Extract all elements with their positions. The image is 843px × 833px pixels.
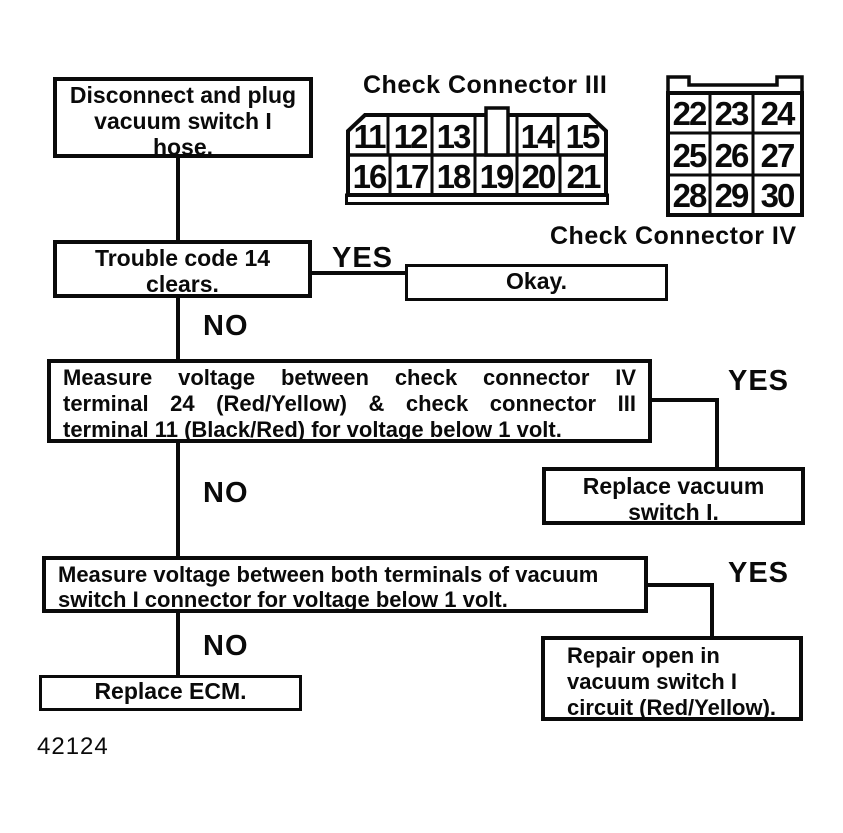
terminal-cell: 12: [394, 118, 428, 155]
result-okay-box: Okay.: [405, 264, 668, 301]
terminal-cell: 20: [522, 158, 555, 195]
step-line: Disconnect and plug: [69, 82, 297, 108]
result-replace-switch-box: Replace vacuum switch I.: [542, 467, 805, 525]
terminal-cell: 14: [521, 118, 556, 155]
terminal-cell: 30: [761, 177, 794, 214]
terminal-cell: 11: [354, 118, 387, 155]
yes-label-measure1: YES: [728, 365, 790, 397]
no-label-trouble: NO: [203, 310, 249, 342]
connector-iv-diagram: 22 23 24 25 26 27 28 29 30: [666, 75, 804, 217]
terminal-cell: 22: [673, 95, 707, 132]
terminal-cell: 26: [715, 137, 749, 174]
terminal-cell: 28: [673, 177, 707, 214]
edge-measure1-yes-h: [652, 398, 719, 402]
terminal-cell: 24: [761, 95, 796, 132]
step-line: clears.: [146, 271, 219, 297]
step-line: vacuum switch I: [94, 108, 272, 134]
step-line: vacuum switch I: [567, 669, 737, 694]
no-label-measure2: NO: [203, 630, 249, 662]
yes-label-measure2: YES: [728, 557, 790, 589]
terminal-cell: 18: [437, 158, 471, 195]
edge-measure2-yes-h: [648, 583, 714, 587]
terminal-cell: 13: [437, 118, 471, 155]
edge-measure2-no: [176, 613, 180, 675]
edge-measure1-no: [176, 443, 180, 556]
connector-iv-cap: [666, 75, 804, 95]
edge-trouble-yes: [312, 271, 407, 275]
edge-measure1-yes-v: [715, 398, 719, 467]
step-line: Okay.: [506, 268, 567, 294]
terminal-cell: 17: [395, 158, 428, 195]
edge-disconnect-to-trouble: [176, 158, 180, 240]
result-repair-open-box: Repair open in vacuum switch I circuit (…: [541, 636, 803, 721]
connector-iii-title: Check Connector III: [363, 71, 608, 99]
step-measure-connectors-box: Measure voltage between check connector …: [47, 359, 652, 443]
terminal-cell: 15: [566, 118, 600, 155]
step-disconnect-box: Disconnect and plug vacuum switch I hose…: [53, 77, 313, 160]
connector-iii-key-cell: [484, 106, 510, 157]
step-line: Repair open in: [567, 643, 720, 668]
terminal-cell: 27: [761, 137, 794, 174]
terminal-cell: 25: [673, 137, 707, 174]
step-line: Replace ECM.: [94, 678, 247, 704]
step-line: Measure voltage between both terminals o…: [58, 562, 599, 587]
edge-measure2-yes-v: [710, 583, 714, 636]
connector-iv-outline: [666, 91, 804, 217]
result-replace-ecm-box: Replace ECM.: [39, 675, 302, 711]
step-line: switch I.: [628, 499, 719, 525]
connector-iv-title: Check Connector IV: [550, 222, 797, 250]
terminal-cell: 16: [353, 158, 387, 195]
terminal-cell: 21: [567, 158, 601, 195]
figure-code: 42124: [37, 733, 109, 760]
step-line: Trouble code 14: [94, 245, 271, 271]
step-line: switch I connector for voltage below 1 v…: [58, 587, 508, 612]
connector-iii-diagram: 11 12 13 14 15 16 17 18 19 20 21: [345, 106, 609, 205]
step-line: Replace vacuum: [582, 473, 765, 499]
step-line: circuit (Red/Yellow).: [567, 695, 777, 720]
no-label-measure1: NO: [203, 477, 249, 509]
step-line: hose.: [152, 134, 214, 160]
step-line: terminal 24 (Red/Yellow) & check connect…: [63, 391, 636, 416]
step-line: terminal 11 (Black/Red) for voltage belo…: [63, 417, 562, 442]
edge-trouble-no: [176, 298, 180, 360]
step-measure-terminals-box: Measure voltage between both terminals o…: [42, 556, 648, 613]
terminal-cell: 23: [715, 95, 749, 132]
yes-label-trouble: YES: [332, 242, 394, 274]
terminal-cell: 19: [480, 158, 514, 195]
step-trouble-code-box: Trouble code 14 clears.: [53, 240, 312, 298]
terminal-cell: 29: [715, 177, 749, 214]
step-line: Measure voltage between check connector …: [63, 365, 636, 390]
